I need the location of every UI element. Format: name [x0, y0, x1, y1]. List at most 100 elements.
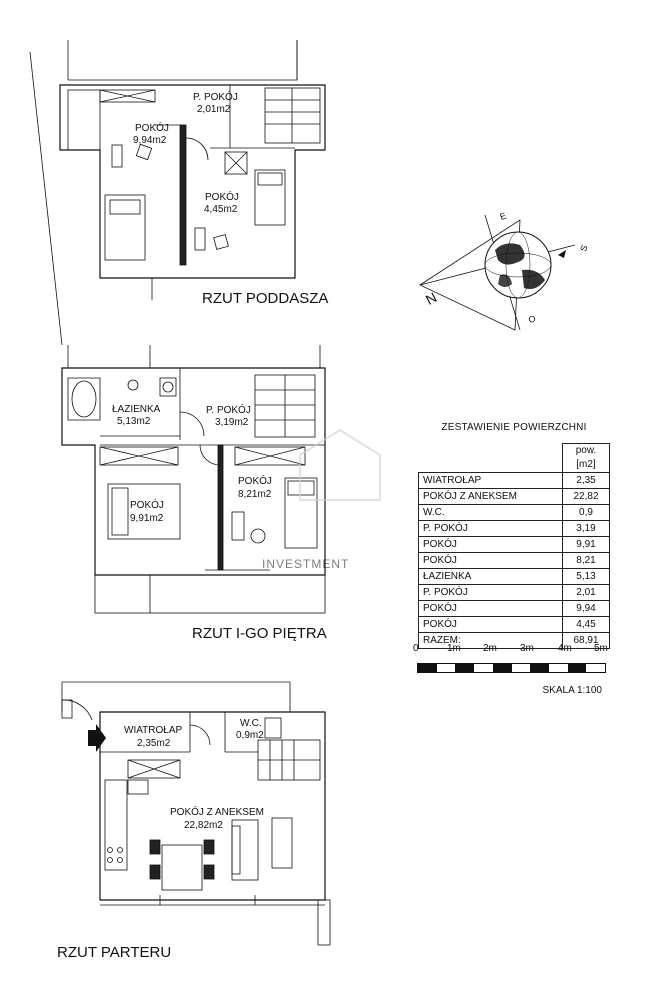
room-label: P. POKÓJ	[193, 90, 238, 103]
room-label: WIATROŁAP	[124, 725, 182, 736]
terrace-edge	[317, 899, 331, 946]
compass-rose	[419, 214, 576, 331]
first-floor-stairs	[254, 374, 316, 438]
row-name: P. POKÓJ	[418, 584, 563, 601]
first-floor-plan-title: RZUT I-GO PIĘTRA	[192, 625, 327, 642]
first-wardrobe	[234, 446, 306, 466]
attic-chair	[213, 234, 229, 250]
first-door-swing	[199, 444, 221, 466]
bathtub	[67, 377, 101, 421]
table-total-row: RAZEM:68,91	[418, 632, 610, 649]
room-label: POKÓJ	[205, 190, 239, 203]
ground-stairs	[257, 739, 321, 781]
first-chair	[250, 528, 266, 544]
table-row: W.C.0,9	[418, 504, 610, 521]
balcony	[94, 574, 326, 614]
scale-tick: 3m	[520, 643, 534, 654]
watermark-text: INVESTMENT	[262, 557, 349, 571]
first-bed	[107, 483, 181, 540]
kitchen-sink	[127, 779, 149, 795]
room-label: POKÓJ Z ANEKSEM	[170, 805, 264, 818]
row-value: 22,82	[562, 488, 610, 505]
row-value: 2,01	[562, 584, 610, 601]
total-label: RAZEM:	[418, 632, 563, 649]
scale-bar-graphic	[417, 663, 606, 673]
scale-tick: 0	[413, 643, 419, 654]
row-value: 3,19	[562, 520, 610, 537]
ground-floor-plan	[61, 681, 331, 946]
compass-south: S	[578, 244, 589, 253]
scale-tick: 5m	[594, 643, 608, 654]
chair	[203, 839, 215, 855]
row-name: POKÓJ	[418, 616, 563, 633]
room-area: 5,13m2	[117, 416, 151, 427]
first-partition	[217, 444, 224, 571]
room-area: 2,35m2	[137, 738, 171, 749]
unit-header: pow.[m2]	[562, 443, 610, 473]
room-label: POKÓJ	[135, 121, 169, 134]
total-value: 68,91	[562, 632, 610, 649]
row-value: 5,13	[562, 568, 610, 585]
attic-wardrobe	[99, 89, 156, 103]
first-wardrobe	[99, 446, 179, 466]
wc-toilet	[264, 717, 282, 739]
row-name: P. POKÓJ	[418, 520, 563, 537]
attic-shaft	[224, 151, 248, 175]
attic-partition	[179, 124, 187, 266]
row-name: POKÓJ	[418, 600, 563, 617]
stove	[107, 847, 113, 853]
chair	[203, 864, 215, 880]
attic-top-wall	[68, 40, 298, 81]
row-value: 9,91	[562, 536, 610, 553]
attic-plan	[29, 40, 326, 346]
washbasin	[127, 379, 139, 391]
compass-needle-icon	[558, 250, 566, 258]
room-label: P. POKÓJ	[206, 403, 251, 416]
attic-storage	[67, 89, 101, 151]
row-value: 9,94	[562, 600, 610, 617]
ground-floor-plan-title: RZUT PARTERU	[57, 944, 171, 961]
row-name: W.C.	[418, 504, 563, 521]
room-label: W.C.	[240, 718, 262, 729]
wc-door-swing	[189, 724, 211, 746]
room-area: 4,45m2	[204, 204, 238, 215]
first-floor-plan	[61, 345, 326, 614]
tv-unit	[271, 817, 293, 869]
row-value: 4,45	[562, 616, 610, 633]
row-name: POKÓJ	[418, 552, 563, 569]
compass-east: E	[499, 211, 508, 222]
kitchen-counter	[104, 779, 128, 871]
globe-icon	[484, 231, 552, 299]
row-name: POKÓJ Z ANEKSEM	[418, 488, 563, 505]
row-name: ŁAZIENKA	[418, 568, 563, 585]
toilet	[159, 377, 177, 397]
row-name: WIATROŁAP	[418, 472, 563, 489]
scale-bar: 0 1m 2m 3m 4m 5m SKALA 1:100	[410, 643, 614, 703]
first-floor-outer-wall	[61, 367, 326, 576]
room-area: 9,94m2	[133, 135, 167, 146]
scale-tick: 2m	[483, 643, 497, 654]
row-name: POKÓJ	[418, 536, 563, 553]
attic-chair	[135, 143, 153, 161]
scale-tick: 4m	[558, 643, 572, 654]
entrance-door-swing	[61, 699, 93, 721]
chair	[149, 864, 161, 880]
room-area: 9,91m2	[130, 513, 164, 524]
row-value: 0,9	[562, 504, 610, 521]
scale-tick: 1m	[447, 643, 461, 654]
attic-plan-title: RZUT PODDASZA	[202, 290, 328, 307]
area-table-caption: ZESTAWIENIE POWIERZCHNI	[441, 422, 587, 433]
room-label: POKÓJ	[238, 474, 272, 487]
attic-desk	[194, 227, 206, 251]
kitchen-cabinet	[127, 759, 181, 779]
row-value: 8,21	[562, 552, 610, 569]
attic-door-swing	[185, 137, 209, 161]
table-header-row: pow.[m2]	[419, 443, 610, 473]
